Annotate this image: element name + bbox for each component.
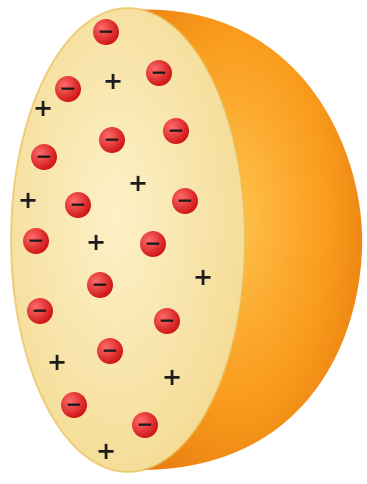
electron: − (154, 308, 180, 334)
electron: − (172, 188, 198, 214)
positive-charge: + (18, 186, 38, 214)
electron: − (31, 144, 57, 170)
electron: − (55, 76, 81, 102)
electron-minus-sign: − (177, 188, 194, 212)
electron-minus-sign: − (104, 127, 121, 151)
positive-charge: + (128, 169, 148, 197)
electron: − (27, 298, 53, 324)
positive-charge: + (47, 348, 67, 376)
electron-minus-sign: − (66, 392, 83, 416)
positive-charge: + (193, 263, 213, 291)
electron-minus-sign: − (92, 272, 109, 296)
positive-charge: + (162, 363, 182, 391)
positive-charge: + (96, 437, 116, 465)
electron-minus-sign: − (168, 118, 185, 142)
electron: − (93, 19, 119, 45)
electron-minus-sign: − (98, 19, 115, 43)
electron-minus-sign: − (151, 60, 168, 84)
electron-minus-sign: − (145, 231, 162, 255)
positive-charge: + (33, 94, 53, 122)
electron-minus-sign: − (70, 192, 87, 216)
positive-charge: + (103, 67, 123, 95)
electron: − (163, 118, 189, 144)
electron: − (99, 127, 125, 153)
electron: − (132, 412, 158, 438)
electron-minus-sign: − (159, 308, 176, 332)
electron-minus-sign: − (102, 338, 119, 362)
electron: − (146, 60, 172, 86)
electron: − (61, 392, 87, 418)
electron: − (23, 228, 49, 254)
electron-minus-sign: − (32, 298, 49, 322)
electron-minus-sign: − (28, 228, 45, 252)
electron: − (87, 272, 113, 298)
electron: − (97, 338, 123, 364)
electron-minus-sign: − (60, 76, 77, 100)
electron-minus-sign: − (137, 412, 154, 436)
electron: − (140, 231, 166, 257)
electron: − (65, 192, 91, 218)
positive-charge: + (86, 228, 106, 256)
electron-minus-sign: − (36, 144, 53, 168)
